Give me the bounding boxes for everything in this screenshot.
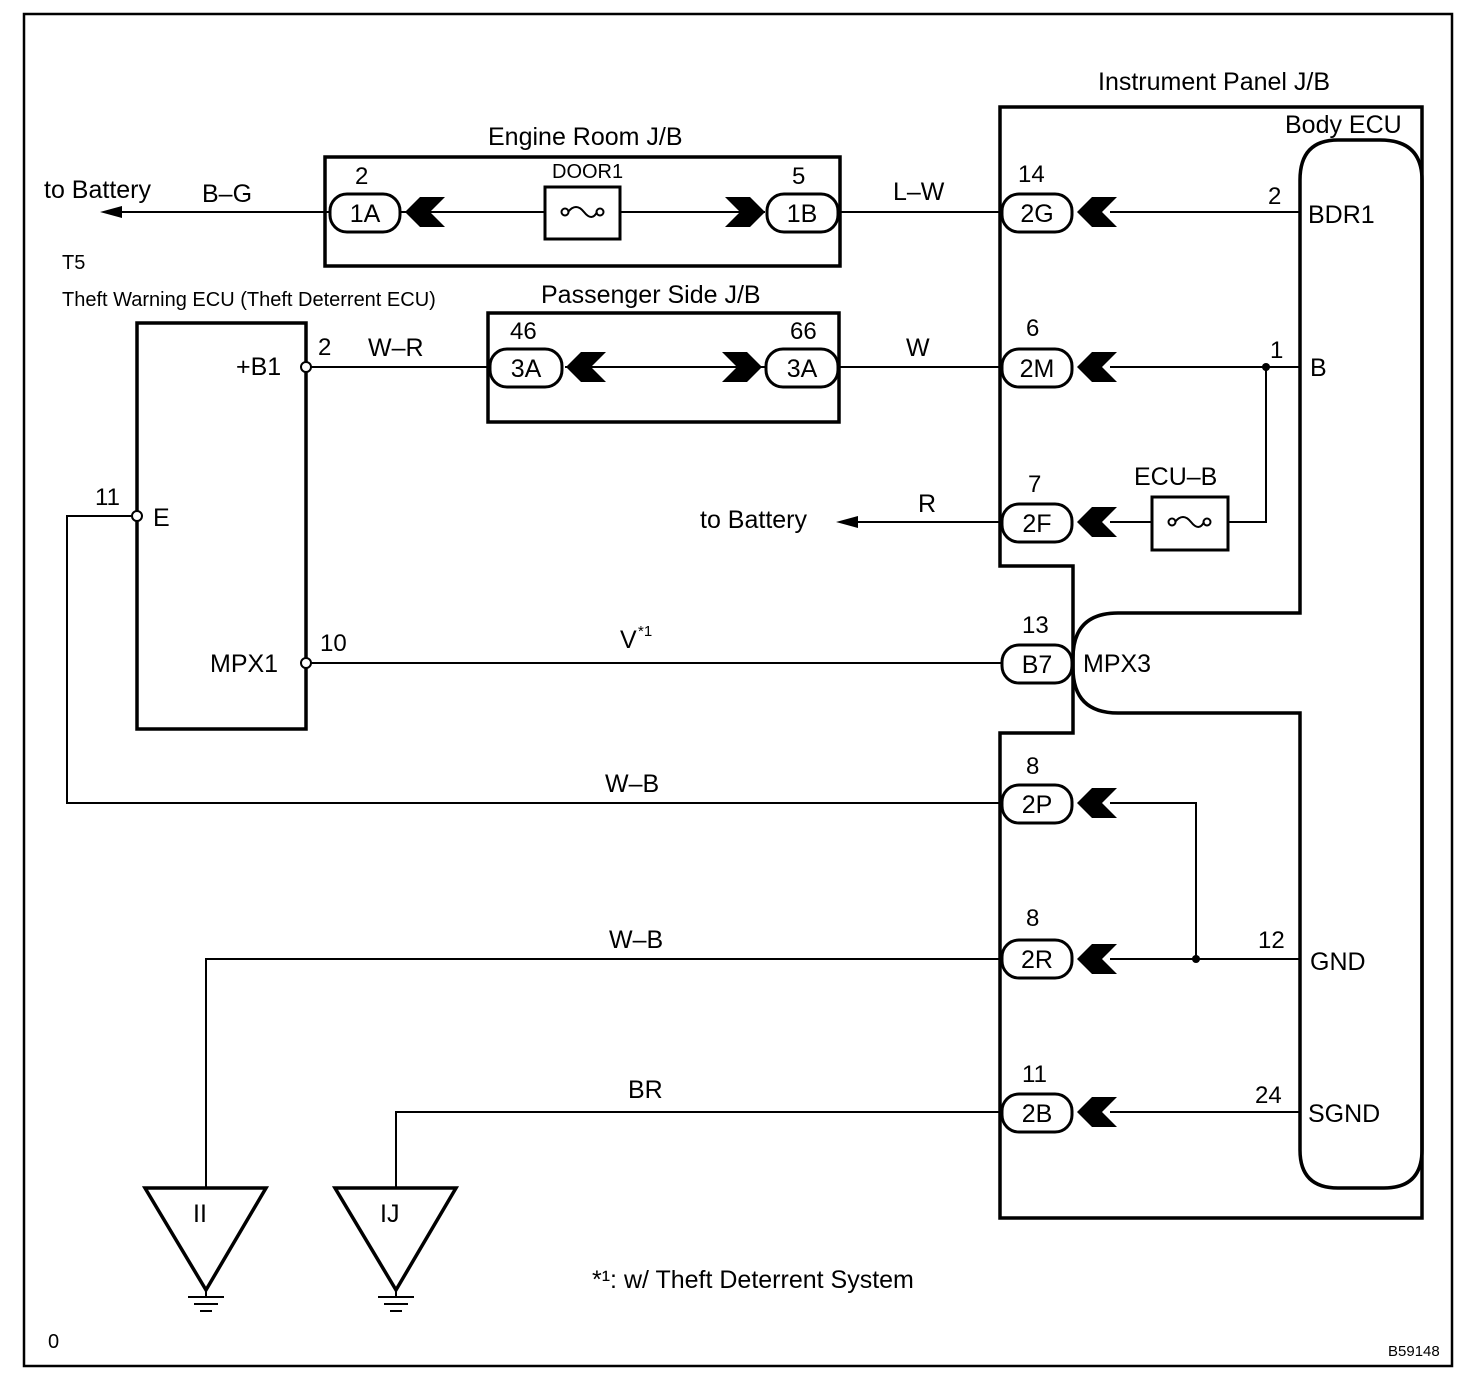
- body-b-pin: 1: [1270, 337, 1283, 364]
- connector-2p-pin: 8: [1026, 753, 1039, 780]
- chevron-2m: [1077, 352, 1117, 382]
- connector-1a-pin: 2: [355, 163, 368, 190]
- theft-ecu-ref: T5: [62, 252, 85, 274]
- svg-text:2B: 2B: [1022, 1100, 1053, 1128]
- connector-1b: 1B: [765, 192, 840, 234]
- chevron-1a: [405, 197, 445, 227]
- wire-wr-label: W–R: [368, 334, 424, 362]
- theft-b1-pin: 2: [318, 334, 331, 361]
- to-battery-top: to Battery: [44, 176, 151, 204]
- chevron-2b: [1077, 1097, 1117, 1127]
- svg-text:2G: 2G: [1020, 200, 1053, 228]
- svg-text:2F: 2F: [1022, 510, 1051, 538]
- svg-text:2P: 2P: [1022, 791, 1053, 819]
- connector-2r-pin: 8: [1026, 905, 1039, 932]
- connector-3a-right-pin: 66: [790, 318, 817, 345]
- wire-r-label: R: [918, 490, 936, 518]
- connector-2b-pin: 11: [1022, 1061, 1047, 1088]
- junction-gnd: [1192, 955, 1200, 963]
- battery-arrow-top: [100, 206, 122, 218]
- ground-ij: [331, 1186, 460, 1312]
- wire-br-label: BR: [628, 1076, 663, 1104]
- connector-1b-pin: 5: [792, 163, 805, 190]
- theft-ecu-box: [135, 321, 308, 731]
- wire-bg-label: B–G: [202, 180, 252, 208]
- ecu-b-fuse-label: ECU–B: [1134, 463, 1217, 491]
- to-battery-mid: to Battery: [700, 506, 807, 534]
- door1-fuse: [543, 185, 622, 241]
- chevron-3a-left: [566, 352, 606, 382]
- ecu-b-fuse: [1150, 495, 1230, 552]
- instrument-panel-jb-label: Instrument Panel J/B: [1098, 68, 1330, 96]
- wire-lw-label: L–W: [893, 178, 945, 206]
- connector-3a-left: 3A: [488, 347, 564, 389]
- passenger-jb-label: Passenger Side J/B: [541, 281, 761, 309]
- theft-b1-name: +B1: [236, 353, 281, 381]
- connector-3a-left-pin: 46: [510, 318, 537, 345]
- chevron-2r: [1077, 944, 1117, 974]
- wire-v-label: V: [620, 626, 637, 654]
- wire-wb1-label: W–B: [605, 770, 659, 798]
- svg-text:1B: 1B: [787, 200, 818, 228]
- wire-wb2-label: W–B: [609, 926, 663, 954]
- svg-text:2R: 2R: [1021, 946, 1053, 974]
- svg-text:B7: B7: [1022, 651, 1053, 679]
- connector-3a-right: 3A: [764, 347, 840, 389]
- theft-e-name: E: [153, 504, 170, 532]
- connector-2b: 2B: [1000, 1092, 1074, 1134]
- body-mpx3-name: MPX3: [1083, 650, 1151, 678]
- footnote: *¹: w/ Theft Deterrent System: [592, 1266, 914, 1294]
- connector-2g-pin: 14: [1018, 161, 1045, 188]
- terminal-b1: [300, 361, 312, 373]
- connector-2f: 2F: [1000, 502, 1074, 544]
- body-bdr1-pin: 2: [1268, 183, 1281, 210]
- chevron-2f: [1077, 507, 1117, 537]
- body-b-name: B: [1310, 354, 1327, 382]
- connector-2f-pin: 7: [1028, 471, 1041, 498]
- battery-arrow-mid: [836, 516, 858, 528]
- corner-mark: 0: [48, 1331, 59, 1353]
- image-code: B59148: [1388, 1343, 1440, 1360]
- chevron-2g: [1077, 197, 1117, 227]
- chevron-3a-right: [722, 352, 762, 382]
- ground-ij-label: IJ: [380, 1200, 399, 1228]
- chevron-1b: [725, 197, 765, 227]
- theft-mpx1-pin: 10: [320, 630, 347, 657]
- connector-1a: 1A: [328, 192, 402, 234]
- svg-text:3A: 3A: [787, 355, 818, 383]
- theft-mpx1-name: MPX1: [210, 650, 278, 678]
- body-ecu-label: Body ECU: [1285, 111, 1402, 139]
- diagram-frame: [22, 12, 1454, 1368]
- wire-v-sup: *1: [638, 623, 652, 640]
- engine-room-jb-label: Engine Room J/B: [488, 123, 683, 151]
- connector-2p: 2P: [1000, 783, 1074, 825]
- svg-text:3A: 3A: [511, 355, 542, 383]
- connector-2m-pin: 6: [1026, 315, 1039, 342]
- theft-e-pin: 11: [95, 484, 120, 511]
- connector-2r: 2R: [1000, 938, 1074, 980]
- body-ecu-box: [1071, 138, 1424, 1190]
- body-sgnd-pin: 24: [1255, 1082, 1282, 1109]
- ground-ii: [141, 1186, 270, 1312]
- body-bdr1-name: BDR1: [1308, 201, 1375, 229]
- svg-text:2M: 2M: [1020, 355, 1055, 383]
- body-sgnd-name: SGND: [1308, 1100, 1380, 1128]
- body-gnd-name: GND: [1310, 948, 1366, 976]
- connector-2g: 2G: [1000, 192, 1074, 234]
- door1-fuse-label: DOOR1: [552, 161, 623, 183]
- theft-ecu-label: Theft Warning ECU (Theft Deterrent ECU): [62, 289, 436, 311]
- terminal-e: [131, 510, 143, 522]
- connector-2m: 2M: [1000, 347, 1074, 389]
- ground-ii-label: II: [193, 1200, 207, 1228]
- connector-b7-pin: 13: [1022, 612, 1049, 639]
- terminal-mpx1: [300, 657, 312, 669]
- connector-b7: B7: [1000, 643, 1074, 685]
- wire-w-label: W: [906, 334, 930, 362]
- chevron-2p: [1077, 788, 1117, 818]
- svg-text:1A: 1A: [350, 200, 381, 228]
- body-gnd-pin: 12: [1258, 927, 1285, 954]
